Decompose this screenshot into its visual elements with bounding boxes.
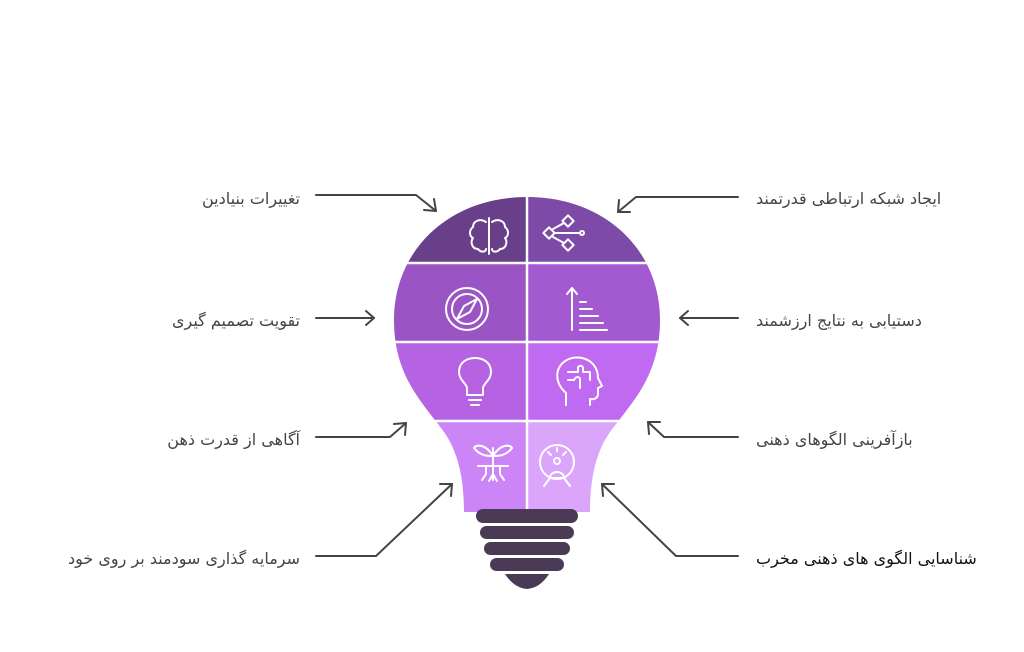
sprout-icon	[473, 444, 513, 482]
label-valuable-results: دستیابی به نتایج ارزشمند	[756, 311, 922, 330]
connector-arrows	[315, 194, 739, 557]
label-fundamental-changes: تغییرات بنیادین	[202, 189, 300, 208]
label-mind-power: آگاهی از قدرت ذهن	[167, 430, 300, 449]
arrow-right-3	[647, 421, 739, 438]
lightbulb-icon	[458, 357, 492, 406]
puzzle-head-icon	[556, 356, 603, 406]
label-self-investment: سرمایه گذاری سودمند بر روی خود	[68, 549, 300, 568]
arrow-right-4	[601, 483, 739, 557]
label-recreate-patterns: بازآفرینی الگوهای ذهنی	[756, 430, 913, 449]
arrow-right-1	[617, 196, 739, 213]
brain-icon	[469, 217, 509, 255]
network-icon	[542, 214, 585, 252]
arrow-left-1	[315, 194, 437, 212]
quadrant-growth	[527, 263, 660, 342]
growth-steps-icon	[566, 287, 608, 331]
arrow-left-3	[315, 422, 407, 438]
arrow-left-4	[315, 483, 453, 557]
quadrant-meditation	[527, 421, 660, 512]
bulb-body	[394, 197, 660, 512]
label-identify-patterns: شناسایی الگوی های ذهنی مخرب	[756, 549, 977, 568]
meditation-icon	[539, 444, 575, 487]
quadrant-sprout	[394, 421, 527, 512]
compass-icon	[445, 287, 489, 331]
label-decision-making: تقویت تصمیم گیری	[172, 311, 300, 330]
quadrant-lightbulb	[394, 342, 527, 421]
bulb-base	[476, 509, 578, 589]
label-network: ایجاد شبکه ارتباطی قدرتمند	[756, 189, 942, 208]
